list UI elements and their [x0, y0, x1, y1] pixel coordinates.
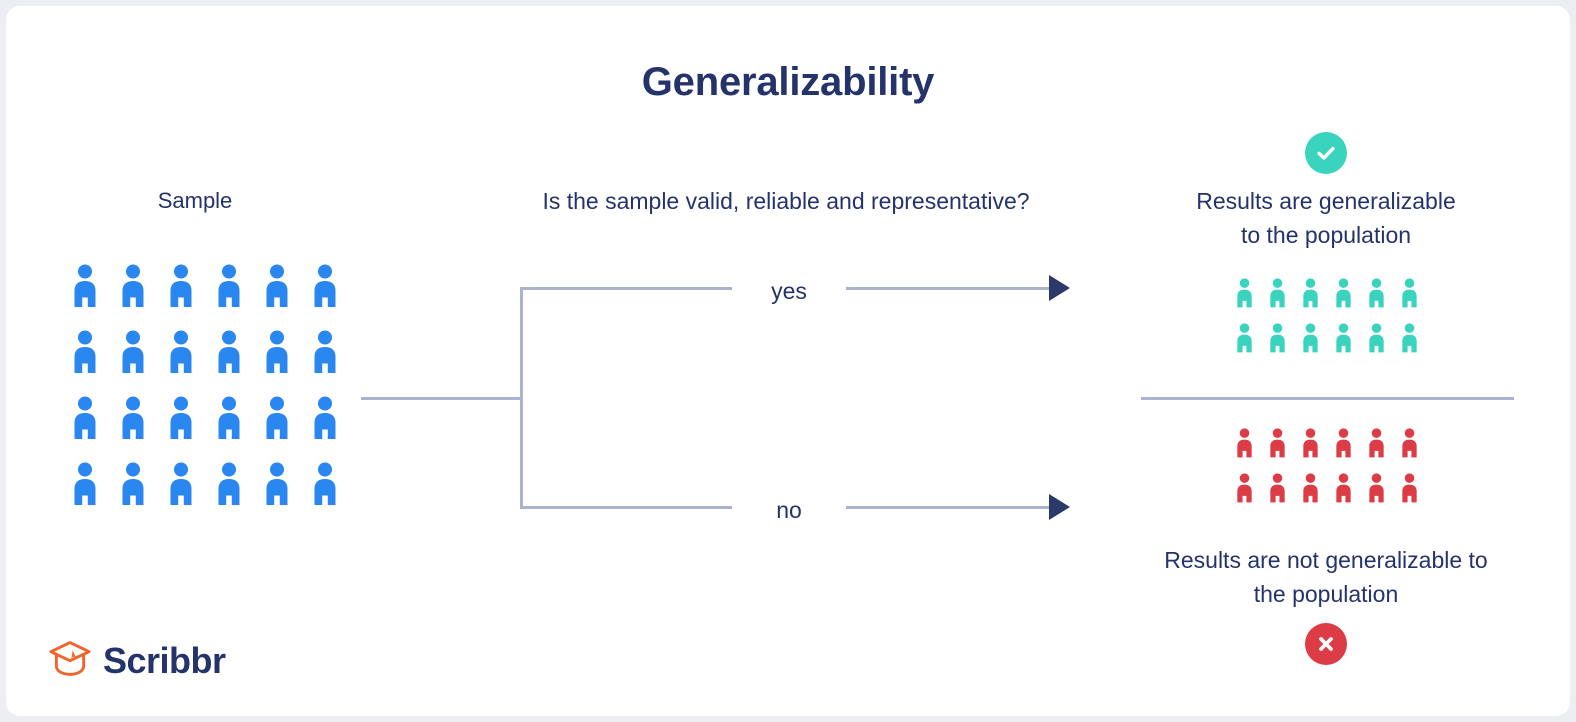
- arrow-head-no-icon: [1049, 494, 1070, 520]
- result-negative-line1: Results are not generalizable to: [1164, 547, 1488, 573]
- person-icon: [314, 264, 336, 307]
- person-icon: [218, 330, 240, 373]
- branch-label-yes: yes: [771, 278, 807, 304]
- person-icon: [1336, 278, 1351, 308]
- person-icon: [1402, 428, 1417, 458]
- person-icon: [1336, 428, 1351, 458]
- logo-text: Scribbr: [103, 639, 226, 681]
- person-icon: [1369, 323, 1384, 353]
- person-icon: [1270, 428, 1285, 458]
- person-icon: [122, 396, 144, 439]
- flow-line-yes-right: [846, 287, 1051, 290]
- person-icon: [266, 264, 288, 307]
- person-icon: [170, 264, 192, 307]
- person-icon: [170, 396, 192, 439]
- person-icon: [1336, 323, 1351, 353]
- person-icon: [218, 396, 240, 439]
- result-negative-line2: the population: [1253, 581, 1399, 607]
- sample-label: Sample: [157, 188, 233, 213]
- person-icon: [122, 330, 144, 373]
- person-icon: [1270, 323, 1285, 353]
- person-icon: [170, 330, 192, 373]
- person-icon: [266, 396, 288, 439]
- flow-line-no-right: [846, 506, 1051, 509]
- result-positive-people-grid: [1234, 278, 1432, 368]
- branch-label-no: no: [776, 497, 802, 523]
- result-divider: [1141, 397, 1514, 400]
- person-icon: [314, 396, 336, 439]
- decision-question-label: Is the sample valid, reliable and repres…: [542, 188, 1030, 214]
- person-icon: [1303, 428, 1318, 458]
- flow-line-trunk: [361, 397, 523, 400]
- person-icon: [1402, 278, 1417, 308]
- person-icon: [1270, 473, 1285, 503]
- person-icon: [218, 264, 240, 307]
- person-icon: [266, 462, 288, 505]
- person-icon: [1237, 323, 1252, 353]
- person-icon: [1369, 473, 1384, 503]
- person-icon: [74, 396, 96, 439]
- person-icon: [122, 264, 144, 307]
- graduation-cap-icon: [48, 638, 92, 683]
- person-icon: [1303, 278, 1318, 308]
- person-icon: [74, 462, 96, 505]
- result-positive-line1: Results are generalizable: [1196, 188, 1456, 214]
- person-icon: [122, 462, 144, 505]
- flow-line-yes-left: [520, 287, 732, 290]
- person-icon: [1369, 428, 1384, 458]
- person-icon: [314, 330, 336, 373]
- person-icon: [1303, 473, 1318, 503]
- person-icon: [1303, 323, 1318, 353]
- person-icon: [218, 462, 240, 505]
- result-positive-line2: to the population: [1240, 222, 1412, 248]
- sample-people-grid: [70, 264, 358, 528]
- person-icon: [314, 462, 336, 505]
- flow-line-branch-vertical: [520, 287, 523, 509]
- result-positive-label: Results are generalizable to the populat…: [1134, 184, 1518, 252]
- flow-line-no-left: [520, 506, 732, 509]
- person-icon: [266, 330, 288, 373]
- page-title: Generalizability: [641, 60, 935, 104]
- person-icon: [1402, 473, 1417, 503]
- result-negative-people-grid: [1234, 428, 1432, 518]
- person-icon: [1270, 278, 1285, 308]
- person-icon: [170, 462, 192, 505]
- result-negative-label: Results are not generalizable to the pop…: [1126, 543, 1526, 611]
- person-icon: [1336, 473, 1351, 503]
- person-icon: [74, 264, 96, 307]
- check-circle-icon: [1305, 132, 1347, 174]
- person-icon: [1237, 278, 1252, 308]
- person-icon: [1237, 428, 1252, 458]
- person-icon: [74, 330, 96, 373]
- person-icon: [1237, 473, 1252, 503]
- x-circle-icon: [1305, 623, 1347, 665]
- arrow-head-yes-icon: [1049, 275, 1070, 301]
- scribbr-logo: Scribbr: [48, 638, 226, 683]
- person-icon: [1402, 323, 1417, 353]
- infographic-card: Generalizability Sample Is the sample va…: [6, 6, 1570, 716]
- person-icon: [1369, 278, 1384, 308]
